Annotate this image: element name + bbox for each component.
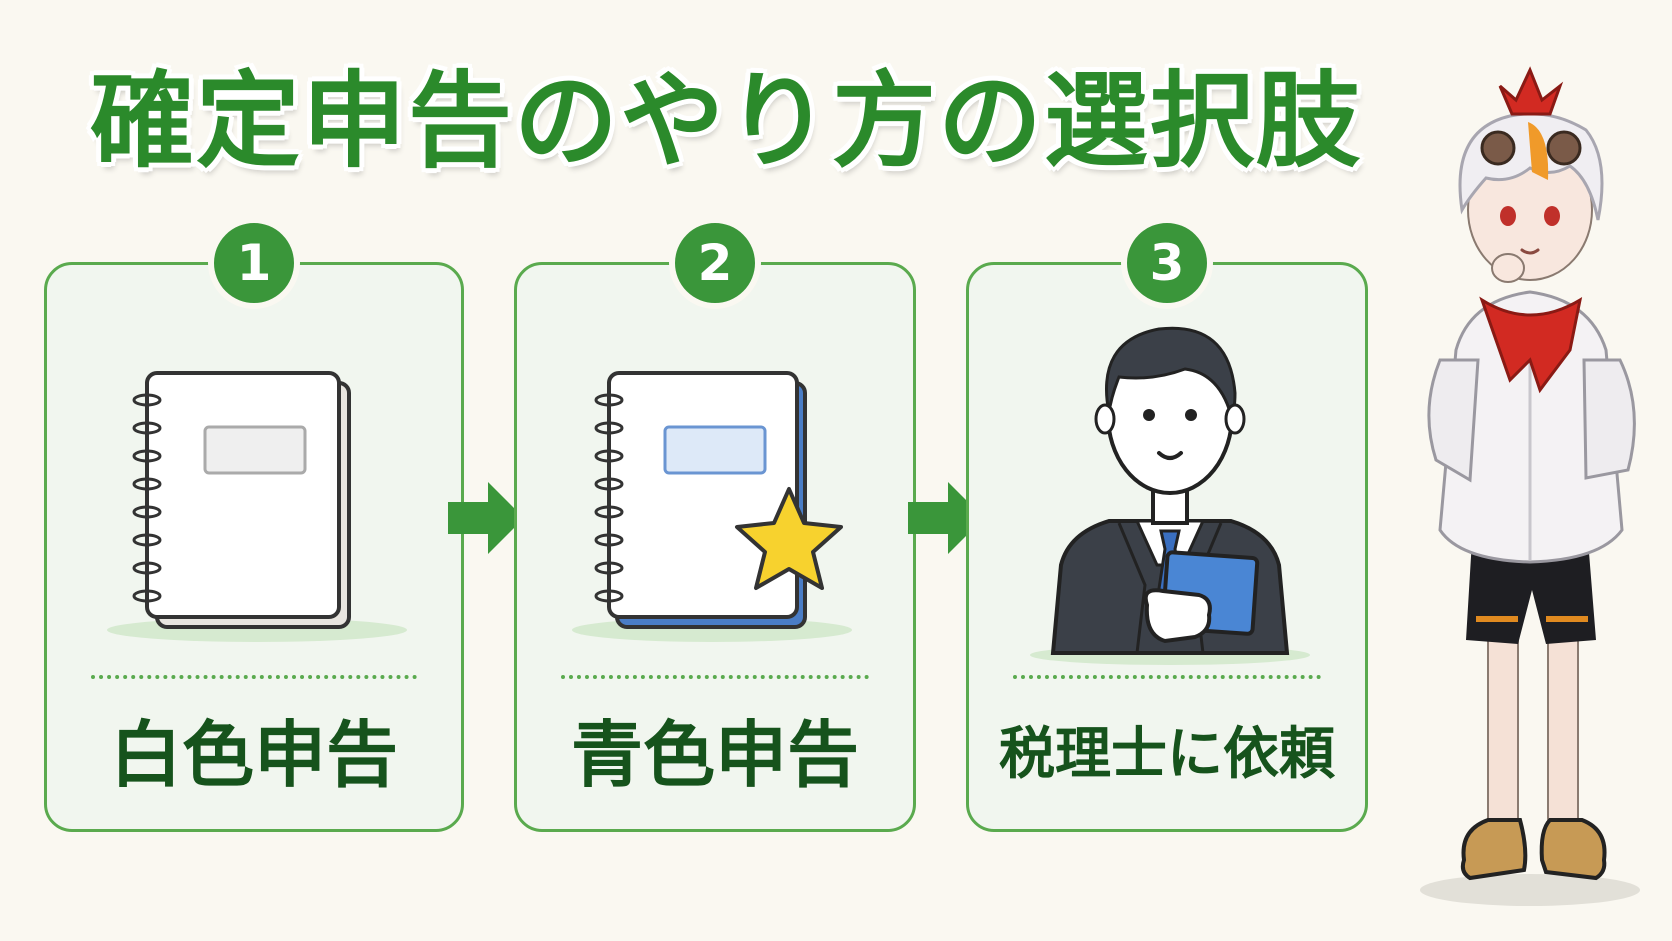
option-card-tax-accountant: 3 税理士に依頼	[966, 217, 1368, 832]
dotted-divider	[561, 675, 869, 679]
dotted-divider	[1013, 675, 1321, 679]
arrow-right-icon	[908, 482, 984, 554]
dotted-divider	[91, 675, 417, 679]
arrow-right-icon	[448, 482, 524, 554]
option-card-blue-return: 2 青色申告	[514, 217, 916, 832]
step-badge-2: 2	[669, 217, 761, 309]
option-card-white-return: 1 白色申告	[44, 217, 464, 832]
option-label: 税理士に依頼	[999, 722, 1335, 787]
tax-accountant-icon	[1030, 326, 1310, 665]
page-title: 確定申告のやり方の選択肢	[90, 60, 1363, 182]
step-badge-3: 3	[1121, 217, 1213, 309]
option-label: 青色申告	[570, 713, 859, 797]
anime-character-illustration	[1420, 66, 1640, 906]
notebook-icon	[107, 371, 407, 642]
notebook-star-icon	[572, 371, 852, 642]
step-badge-1: 1	[208, 217, 300, 309]
option-label: 白色申告	[109, 713, 398, 797]
